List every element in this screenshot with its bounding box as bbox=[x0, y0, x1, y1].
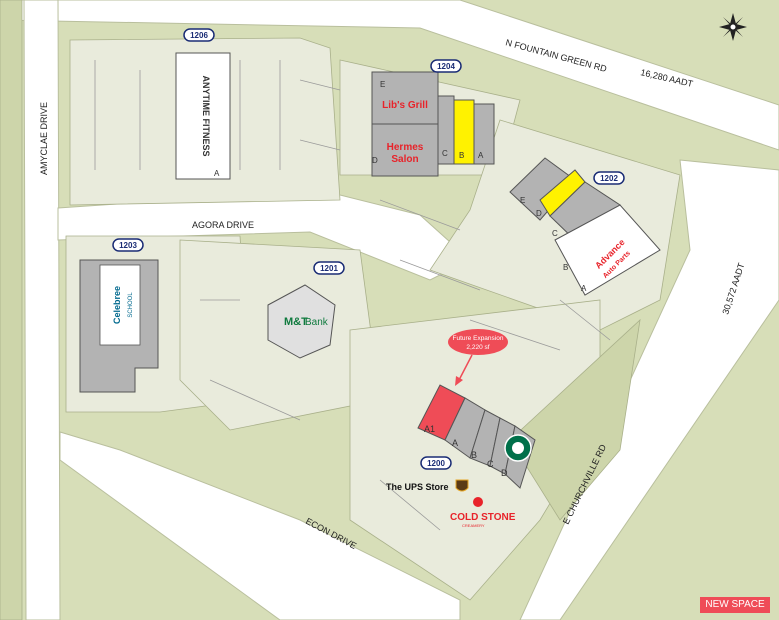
building-1204: Lib's Grill Hermes Salon E D C B A bbox=[371, 71, 495, 177]
unit-1202-d: D bbox=[536, 209, 542, 218]
building-1202: Advance Auto Parts E D C B A bbox=[509, 157, 661, 296]
libs-grill-unit bbox=[371, 71, 439, 125]
unit-1204-b: B bbox=[459, 151, 464, 160]
pad-badge-1206 bbox=[183, 28, 215, 42]
unit-1206-a: A bbox=[214, 169, 220, 178]
unit-1204-a-shape bbox=[473, 103, 495, 165]
anytime-fitness-label: ANYTIME FITNESS bbox=[201, 75, 211, 156]
unit-1202-c: C bbox=[552, 229, 558, 238]
pad-badge-1204-text: 1204 bbox=[437, 62, 455, 71]
celebree-label-1: Celebree bbox=[112, 286, 122, 324]
cold-stone-logo-icon bbox=[473, 497, 483, 507]
cold-stone-sub-label: CREAMERY bbox=[462, 523, 485, 528]
unit-1202-e: E bbox=[520, 196, 525, 205]
celebree-sign-panel bbox=[99, 264, 141, 346]
hermes-salon-unit bbox=[371, 123, 439, 177]
advance-auto-unit bbox=[554, 204, 661, 296]
pad-badge-1201-text: 1201 bbox=[320, 264, 338, 273]
unit-1200-a1: A1 bbox=[424, 424, 435, 434]
mt-bank-label-2: Bank bbox=[305, 317, 329, 328]
compass-icon bbox=[719, 13, 747, 41]
parking-stripes bbox=[94, 60, 611, 531]
pad-badge-1206-text: 1206 bbox=[190, 31, 208, 40]
building-1206: ANYTIME FITNESS A bbox=[175, 52, 231, 180]
unit-1204-c: C bbox=[442, 149, 448, 158]
building-1200: A1 A B C D The UPS Store COLD STONE CREA… bbox=[386, 384, 536, 528]
econ-drive bbox=[59, 431, 461, 620]
mt-bank-building bbox=[267, 284, 336, 359]
road-label-amyclae: AMYCLAE DRIVE bbox=[39, 102, 49, 175]
pad-badge-1200 bbox=[420, 456, 452, 470]
unit-1202-a: A bbox=[581, 284, 587, 293]
unit-1204-d: D bbox=[372, 156, 378, 165]
pad-badge-1203 bbox=[112, 238, 144, 252]
pad-badge-1203-text: 1203 bbox=[119, 241, 137, 250]
unit-1202-b: B bbox=[563, 263, 568, 272]
hermes-label-2: Salon bbox=[391, 154, 418, 165]
ups-store-label: The UPS Store bbox=[386, 482, 449, 492]
unit-1200-b: B bbox=[471, 450, 477, 460]
e-churchville-road bbox=[519, 159, 779, 620]
future-expansion-arrowhead-icon bbox=[455, 376, 463, 386]
n-fountain-green-road bbox=[0, 0, 779, 151]
left-green-strip bbox=[0, 0, 23, 620]
hermes-label-1: Hermes bbox=[387, 142, 424, 153]
pad-badge-1201 bbox=[313, 261, 345, 275]
unit-1204-a: A bbox=[478, 151, 484, 160]
east-green bbox=[509, 318, 641, 521]
building-1203: Celebree SCHOOL bbox=[79, 259, 159, 393]
starbucks-logo-center bbox=[512, 442, 524, 454]
pad-badge-1204 bbox=[430, 59, 462, 73]
unit-1200-c: C bbox=[487, 459, 494, 469]
future-expansion-title: Future Expansion bbox=[453, 335, 504, 342]
unit-1204-e: E bbox=[380, 80, 385, 89]
future-expansion-area: 2,220 sf bbox=[466, 344, 489, 351]
road-label-agora: AGORA DRIVE bbox=[192, 220, 254, 230]
anytime-fitness-building bbox=[175, 52, 231, 180]
future-expansion-bubble bbox=[448, 329, 508, 355]
ups-shield-icon bbox=[455, 479, 469, 492]
unit-1200-d: D bbox=[501, 468, 508, 478]
cold-stone-label: COLD STONE bbox=[450, 512, 516, 523]
pad-badge-1202 bbox=[593, 171, 625, 185]
future-expansion-callout: Future Expansion 2,220 sf bbox=[448, 329, 508, 386]
celebree-label-2: SCHOOL bbox=[128, 292, 134, 318]
building-1201: M&T Bank bbox=[267, 284, 336, 359]
pad-badges: 1206 1204 1202 1203 1201 1200 bbox=[112, 28, 625, 470]
mt-bank-label-1: M&T bbox=[284, 316, 308, 328]
amyclae-drive bbox=[23, 0, 61, 620]
unit-1200-a: A bbox=[452, 438, 458, 448]
libs-grill-label: Lib's Grill bbox=[382, 100, 428, 111]
pad-badge-1202-text: 1202 bbox=[600, 174, 618, 183]
future-expansion-arrow bbox=[457, 354, 473, 383]
new-space-legend: NEW SPACE bbox=[700, 597, 770, 613]
pad-badge-1200-text: 1200 bbox=[427, 459, 445, 468]
